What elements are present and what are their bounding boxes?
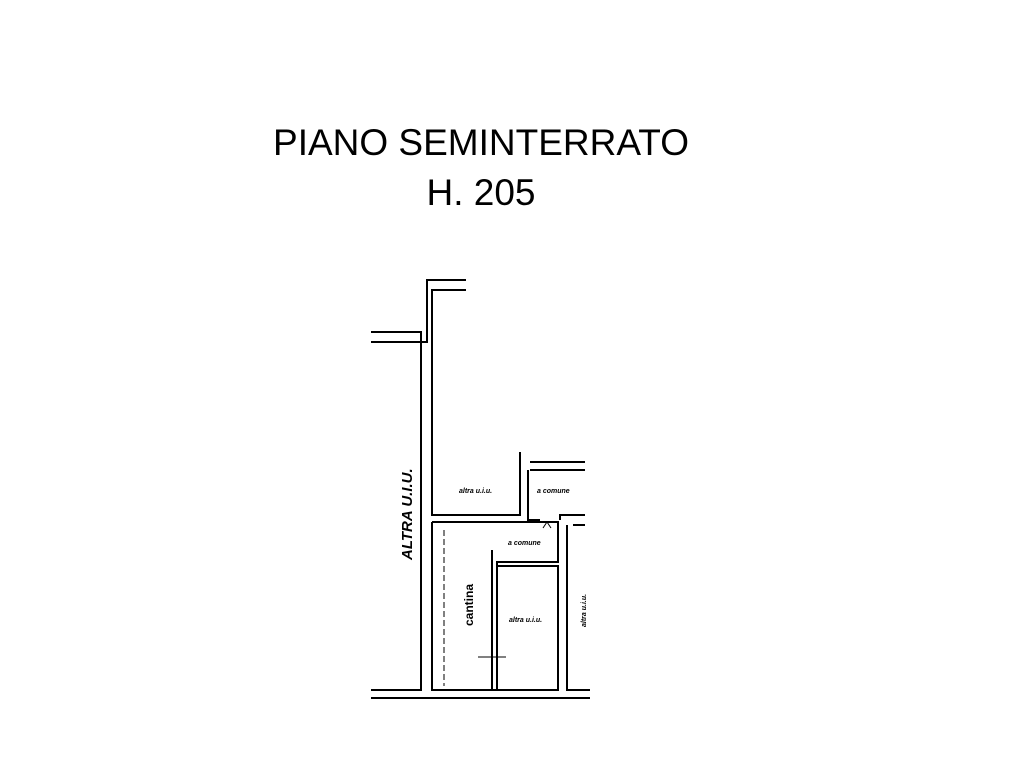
label-cantina: cantina (462, 584, 476, 626)
label-neighbor-left: ALTRA U.I.U. (399, 468, 416, 561)
walls (371, 279, 590, 699)
label-room-right: altra u.i.u. (581, 594, 588, 627)
label-common-mid: a comune (508, 540, 541, 547)
label-room-center: altra u.i.u. (509, 617, 542, 624)
label-common-top: a comune (537, 488, 570, 495)
plan-title: PIANO SEMINTERRATO (273, 122, 689, 163)
label-room-top: altra u.i.u. (459, 488, 492, 495)
height-label: H. 205 (426, 172, 536, 213)
